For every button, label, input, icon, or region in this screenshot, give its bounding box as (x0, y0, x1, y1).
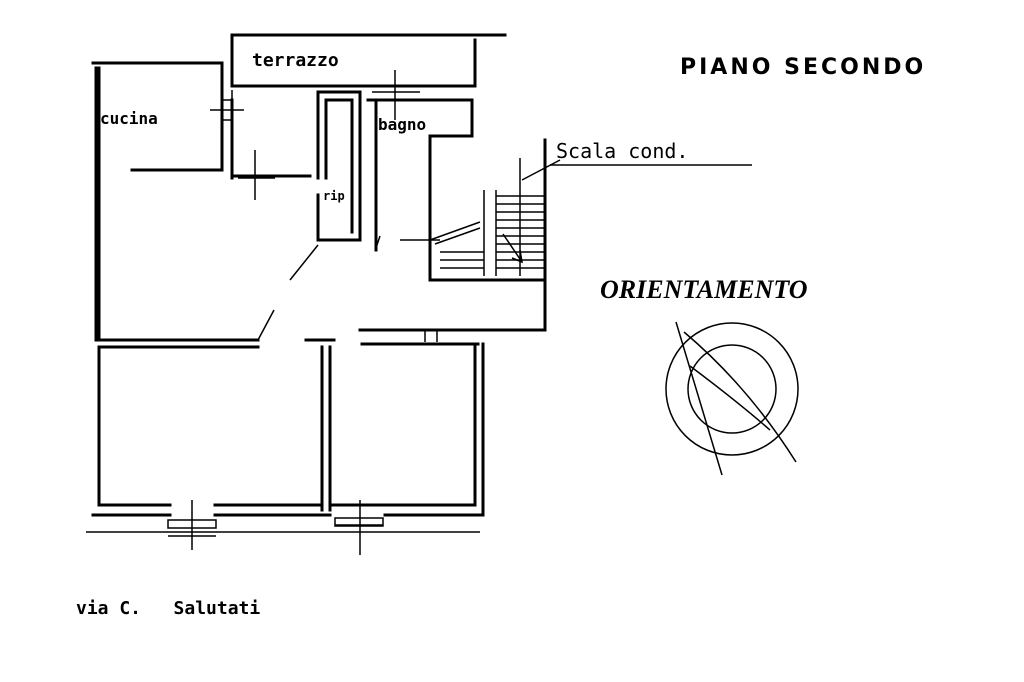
plan-title: PIANO SECONDO (680, 55, 926, 80)
windows (167, 70, 420, 555)
street-label: via C. Salutati (76, 598, 260, 619)
doors (257, 235, 440, 342)
north-arrow-icon (665, 321, 799, 476)
room-label-bagno: bagno (378, 115, 426, 134)
outer-walls (86, 33, 547, 533)
staircase (429, 158, 561, 276)
room-label-terrazzo: terrazzo (252, 50, 339, 71)
stair-label: Scala cond. (556, 139, 688, 163)
room-label-rip: rip (323, 189, 345, 203)
orientation-label: ORIENTAMENTO (600, 275, 808, 304)
room-label-cucina: cucina (100, 109, 158, 128)
